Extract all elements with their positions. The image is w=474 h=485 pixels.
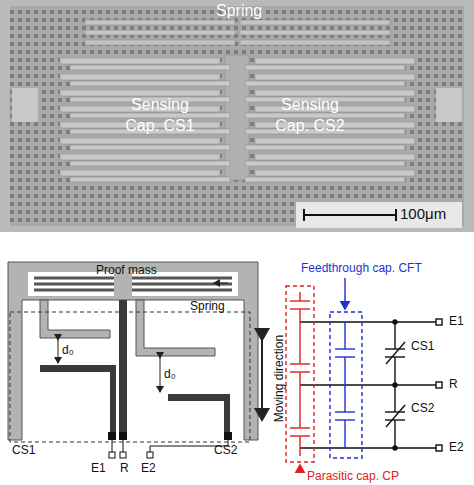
part-label: CS1 [12, 444, 35, 457]
part-label: CS2 [214, 444, 237, 457]
component-label: CS2 [410, 402, 435, 415]
pin-label: E1 [90, 462, 107, 475]
equivalent-circuit [286, 278, 442, 472]
pin-label: E2 [140, 462, 157, 475]
callout-label: Feedthrough cap. CFT [300, 262, 423, 275]
pin-label: E1 [448, 315, 465, 328]
callout-label: Parasitic cap. CP [306, 470, 400, 483]
pin-label: E2 [448, 441, 465, 454]
micrograph [0, 0, 474, 232]
device-schematic [8, 262, 262, 458]
part-label: Spring [216, 2, 262, 20]
pin-label: R [448, 378, 459, 391]
dimension-label: d₀ [164, 368, 176, 381]
part-label: Sensing Cap. CS2 [262, 95, 358, 137]
pin-label: R [119, 462, 130, 475]
axis-label: Moving direction [273, 335, 286, 422]
scale-label: 100μm [400, 206, 446, 223]
part-label: Proof mass [96, 264, 157, 277]
dimension-label: d₀ [62, 344, 74, 357]
part-label: Sensing Cap. CS1 [112, 95, 208, 137]
component-label: CS1 [410, 340, 435, 353]
part-label: Spring [190, 300, 225, 313]
